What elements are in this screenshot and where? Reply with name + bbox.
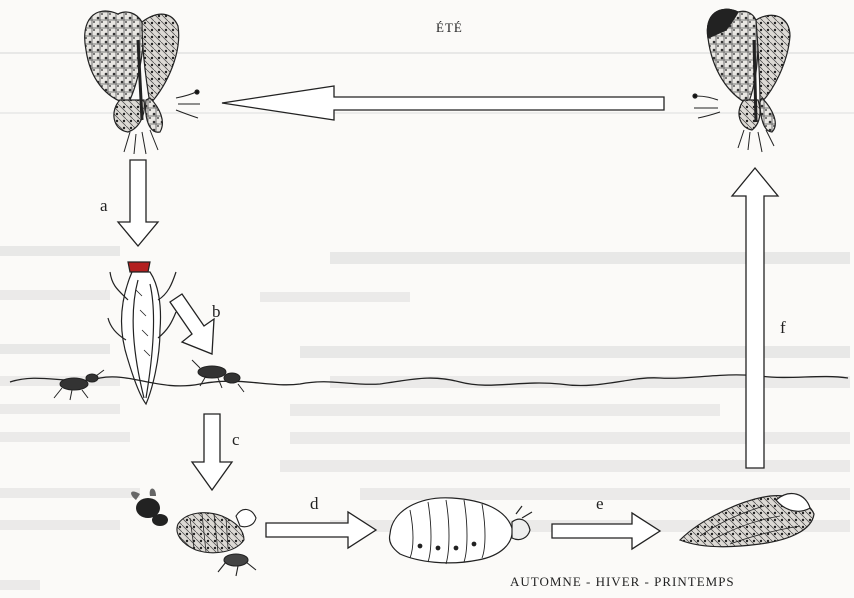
step-label-c: c bbox=[232, 430, 240, 450]
arrow-e bbox=[552, 513, 660, 549]
step-label-e: e bbox=[596, 494, 604, 514]
mature-larva bbox=[389, 498, 532, 564]
step-label-b: b bbox=[212, 302, 221, 322]
arrow-c bbox=[192, 414, 232, 490]
pupa bbox=[680, 494, 814, 547]
step-label-a: a bbox=[100, 196, 108, 216]
adult-butterfly-left bbox=[85, 11, 200, 154]
insect-left bbox=[54, 370, 104, 400]
arrow-summer-return bbox=[222, 86, 664, 120]
small-wasp bbox=[131, 489, 168, 527]
adult-butterfly-right bbox=[693, 9, 790, 152]
arrow-a bbox=[118, 160, 158, 246]
arrow-b bbox=[170, 294, 214, 354]
young-larva-with-ant bbox=[177, 509, 256, 576]
arrow-f bbox=[732, 168, 778, 468]
host-plant bbox=[108, 262, 176, 404]
arrow-d bbox=[266, 512, 376, 548]
season-label-autumn-winter-spring: AUTOMNE - HIVER - PRINTEMPS bbox=[510, 574, 735, 590]
step-label-f: f bbox=[780, 318, 786, 338]
step-label-d: d bbox=[310, 494, 319, 514]
insect-center bbox=[192, 360, 244, 392]
season-label-summer: ÉTÉ bbox=[436, 20, 463, 36]
